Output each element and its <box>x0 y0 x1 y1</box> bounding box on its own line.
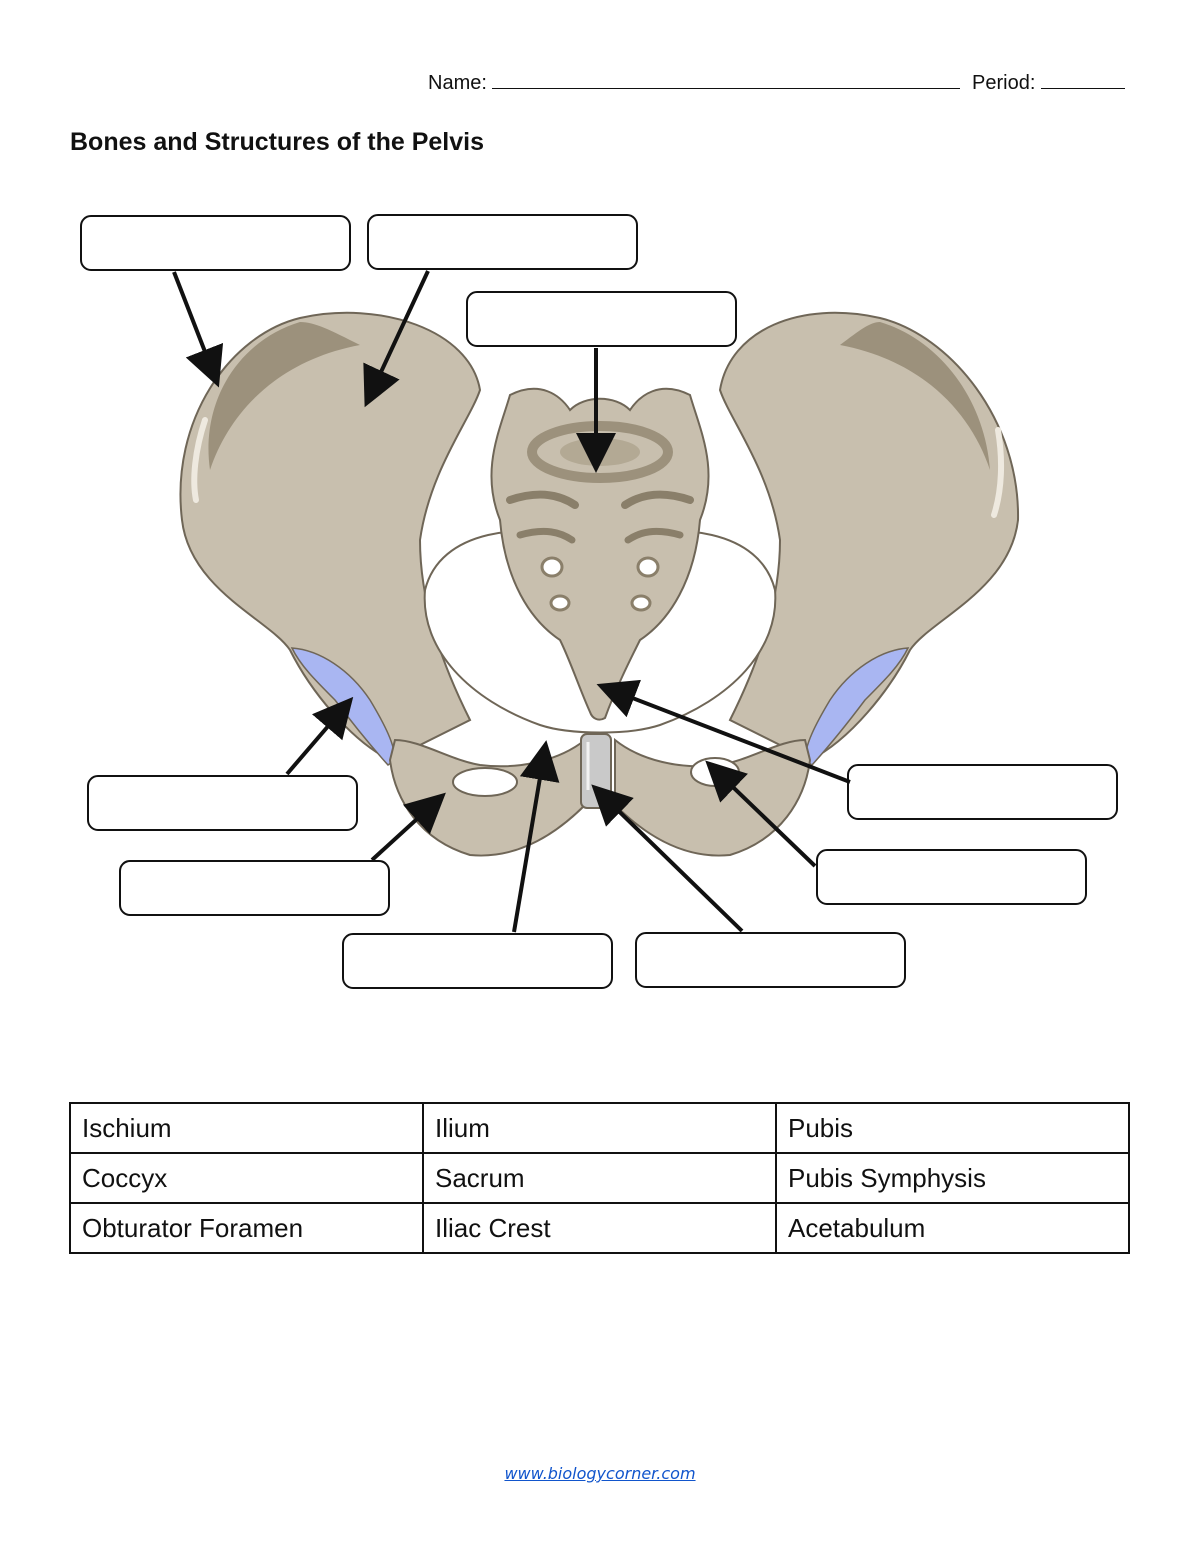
period-label: Period: <box>972 72 1036 94</box>
sacral-foramen <box>636 556 660 578</box>
sacral-ridge <box>516 527 576 544</box>
arrow-5 <box>370 792 446 862</box>
label-box-6[interactable] <box>342 933 613 989</box>
table-row: Coccyx Sacrum Pubis Symphysis <box>69 1152 1130 1204</box>
word-bank-cell: Acetabulum <box>775 1202 1130 1254</box>
name-label: Name: <box>428 72 487 94</box>
footer-link[interactable]: www.biologycorner.com <box>504 1464 696 1483</box>
word-bank-cell: Coccyx <box>69 1152 424 1204</box>
student-info-line: Name: Period: <box>428 72 1125 95</box>
page-title: Bones and Structures of the Pelvis <box>70 128 484 156</box>
left-iliac-crest-highlight <box>191 417 208 503</box>
left-ilium-shadow <box>208 322 360 470</box>
pelvis-diagram <box>80 214 1118 989</box>
label-boxes <box>80 214 1118 989</box>
right-ilium-shadow <box>840 322 990 470</box>
arrow-7 <box>591 784 744 933</box>
label-box-5[interactable] <box>119 860 390 916</box>
label-box-3[interactable] <box>466 291 737 347</box>
label-box-4[interactable] <box>87 775 358 831</box>
name-blank[interactable] <box>492 72 961 89</box>
label-box-9[interactable] <box>816 849 1087 905</box>
arrow-8 <box>596 679 851 784</box>
arrow-4 <box>285 696 354 776</box>
left-pubis-ischium <box>388 737 586 857</box>
footer: www.biologycorner.com <box>0 1464 1200 1484</box>
label-box-2[interactable] <box>367 214 638 270</box>
arrow-6 <box>512 740 560 933</box>
word-bank-cell: Ilium <box>422 1102 777 1154</box>
label-box-7[interactable] <box>635 932 906 988</box>
arrow-9 <box>705 760 817 868</box>
sacral-foramen <box>549 594 571 612</box>
pelvis-illustration <box>179 311 1020 857</box>
sacral-ridge <box>624 527 684 544</box>
word-bank-cell: Pubis Symphysis <box>775 1152 1130 1204</box>
label-box-8[interactable] <box>847 764 1118 820</box>
table-row: Obturator Foramen Iliac Crest Acetabulum <box>69 1202 1130 1254</box>
left-obturator-foramen <box>452 767 518 797</box>
sacral-canal <box>560 438 640 466</box>
word-bank-cell: Pubis <box>775 1102 1130 1154</box>
word-bank-table: Ischium Ilium Pubis Coccyx Sacrum Pubis … <box>69 1102 1130 1254</box>
word-bank-cell: Ischium <box>69 1102 424 1154</box>
arrow-2 <box>363 270 430 408</box>
period-blank[interactable] <box>1040 72 1125 89</box>
word-bank-cell: Iliac Crest <box>422 1202 777 1254</box>
arrow-1 <box>172 271 224 388</box>
sacral-foramen <box>630 594 652 612</box>
sacral-ridge <box>621 490 694 509</box>
word-bank-cell: Obturator Foramen <box>69 1202 424 1254</box>
label-box-1[interactable] <box>80 215 351 271</box>
right-iliac-crest-highlight <box>991 427 1005 518</box>
pointer-arrows <box>172 270 851 933</box>
sacral-foramen <box>540 556 564 578</box>
sacral-ridge <box>506 490 579 509</box>
sacral-base <box>527 421 673 483</box>
word-bank-cell: Sacrum <box>422 1152 777 1204</box>
table-row: Ischium Ilium Pubis <box>69 1102 1130 1154</box>
